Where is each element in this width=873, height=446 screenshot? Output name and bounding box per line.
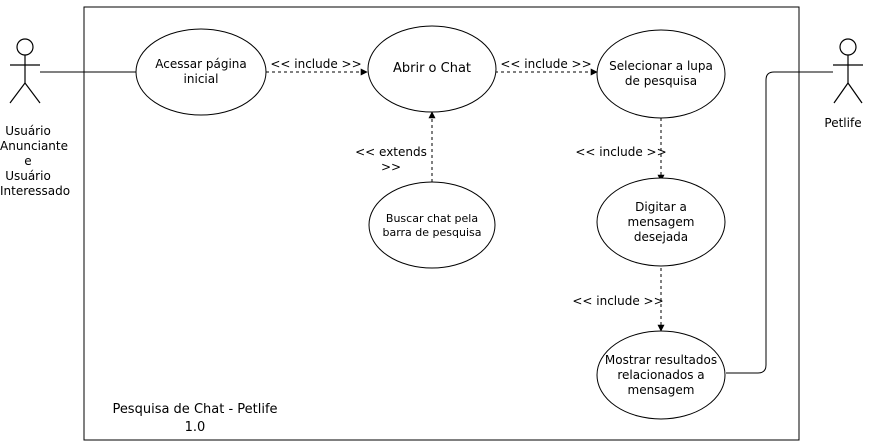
usecase-buscar-label: Buscar chat pela barra de pesquisa xyxy=(382,212,482,239)
usecase-selecionar-ellipse xyxy=(596,29,726,119)
system-title: Pesquisa de Chat - Petlife 1.0 xyxy=(112,402,278,435)
usecase-selecionar[interactable]: Selecionar a lupa de pesquisa xyxy=(600,54,722,94)
usecase-acessar[interactable]: Acessar página inicial xyxy=(150,52,252,92)
association-right xyxy=(726,71,833,374)
extends-label: << extends >> xyxy=(355,145,427,174)
include-label-2: << include >> xyxy=(500,57,592,71)
usecase-abrir-label: Abrir o Chat xyxy=(392,60,472,76)
include-label-4: << include >> xyxy=(572,294,664,308)
usecase-digitar-ellipse xyxy=(596,177,726,267)
usecase-mostrar-ellipse xyxy=(596,330,726,420)
include-label-3: << include >> xyxy=(575,145,667,159)
usecase-mostrar-label: Mostrar resultados relacionados a mensag… xyxy=(604,352,718,397)
actor-right-figure xyxy=(833,38,863,104)
usecase-digitar[interactable]: Digitar a mensagem desejada xyxy=(600,199,722,244)
usecase-abrir[interactable]: Abrir o Chat xyxy=(378,52,486,84)
usecase-abrir-ellipse xyxy=(367,25,497,113)
usecase-digitar-label: Digitar a mensagem desejada xyxy=(627,199,695,244)
usecase-acessar-label: Acessar página inicial xyxy=(155,57,247,86)
actor-right-label: Petlife xyxy=(824,116,862,130)
usecase-selecionar-label: Selecionar a lupa de pesquisa xyxy=(609,59,713,88)
usecase-mostrar[interactable]: Mostrar resultados relacionados a mensag… xyxy=(604,350,718,400)
system-boundary xyxy=(83,6,800,441)
usecase-buscar-ellipse xyxy=(368,181,496,269)
actor-left-figure xyxy=(9,38,41,104)
usecase-buscar[interactable]: Buscar chat pela barra de pesquisa xyxy=(380,203,484,249)
actor-left-label: Usuário Anunciante e Usuário Interessado xyxy=(0,124,71,198)
include-label-1: << include >> xyxy=(270,57,362,71)
usecase-acessar-ellipse xyxy=(135,28,267,116)
